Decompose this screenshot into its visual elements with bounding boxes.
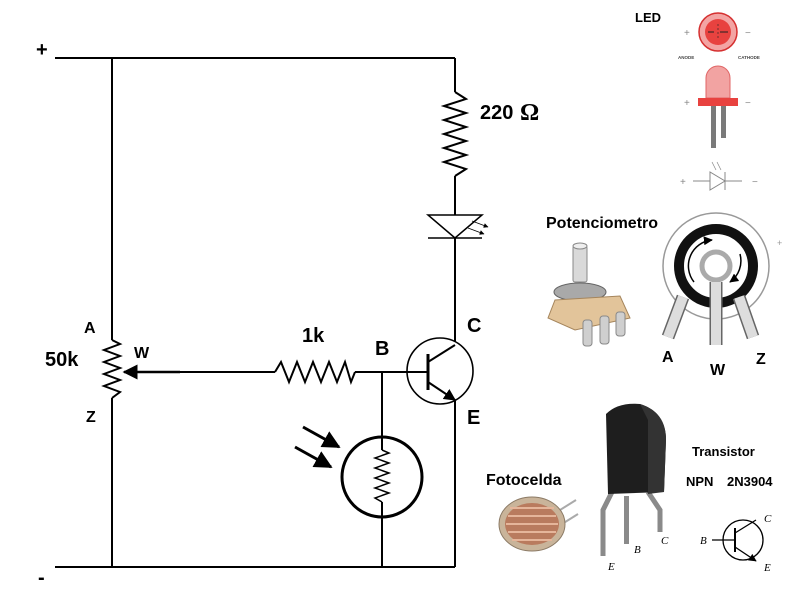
led-schematic [425, 214, 489, 239]
led-side-plus: + [684, 98, 690, 109]
plus-label: + [36, 39, 48, 61]
light-arrow-2 [294, 445, 333, 469]
led-panel-title: LED [635, 10, 661, 25]
resistor-1k-label: 1k [302, 325, 325, 347]
pot-panel-pin-z: Z [756, 351, 766, 368]
potentiometer-photo [547, 242, 631, 347]
led-top-plus: + [684, 28, 690, 39]
transistor-type-label: NPN [686, 474, 713, 489]
led-symbol-minus: − [752, 177, 758, 188]
pot-panel-pin-w: W [710, 362, 726, 379]
pot-panel-pin-a: A [662, 349, 674, 366]
led-top-minus: − [745, 28, 751, 39]
led-symbol-plus: + [680, 177, 686, 188]
transistor-emitter-label: E [467, 407, 480, 429]
transistor-symbol-small [712, 519, 764, 562]
potentiometer-resistor [101, 339, 123, 399]
resistor-1k [274, 358, 356, 386]
led-anode-label: ANODE [678, 55, 694, 60]
resistor-220 [440, 91, 470, 177]
transistor-photo-pin-e: E [607, 561, 615, 573]
transistor-sym-e: E [763, 562, 771, 574]
photocell-panel-title: Fotocelda [486, 472, 562, 489]
transistor-part-label: 2N3904 [727, 474, 773, 489]
transistor-panel-title: Transistor [692, 444, 755, 459]
ohm-symbol: Ω [520, 100, 539, 126]
pot-pin-z-label: Z [86, 409, 96, 426]
light-arrow-1 [302, 425, 341, 449]
photoresistor-symbol [294, 425, 424, 519]
led-top-view [698, 12, 738, 52]
potentiometer-diagram [661, 212, 770, 345]
pot-pin-w-label: W [134, 345, 150, 362]
led-side-minus: − [745, 98, 751, 109]
transistor-sym-c: C [764, 513, 772, 525]
minus-label: - [38, 567, 45, 589]
led-cathode-label: CATHODE [738, 55, 760, 60]
pot-value-label: 50k [45, 349, 79, 371]
npn-transistor-symbol [406, 337, 474, 405]
transistor-photo-pin-b: B [634, 544, 641, 556]
photocell-photo [498, 496, 579, 552]
schematic-wires [55, 57, 456, 568]
transistor-photo-pin-c: C [661, 535, 669, 547]
transistor-sym-b: B [700, 535, 707, 547]
pot-panel-title: Potenciometro [546, 215, 658, 232]
led-side-view [698, 65, 738, 148]
transistor-collector-label: C [467, 315, 481, 337]
resistor-220-label: 220 [480, 102, 513, 124]
transistor-photo [600, 403, 666, 556]
pot-diagram-plus-mark: + [777, 238, 782, 248]
transistor-base-label: B [375, 338, 389, 360]
pot-pin-a-label: A [84, 320, 96, 337]
led-symbol-small [693, 161, 742, 191]
